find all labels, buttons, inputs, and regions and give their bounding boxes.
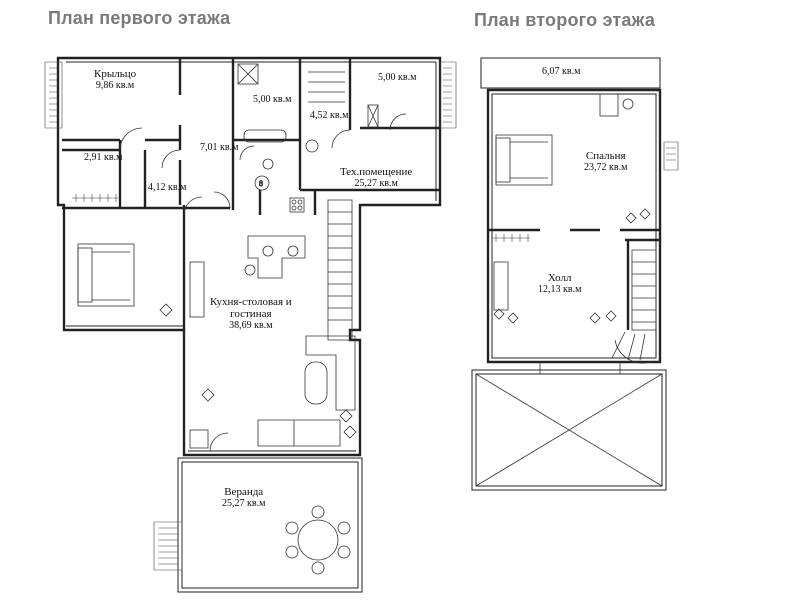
room-label-bath-small: 4,12 кв.м	[148, 182, 186, 194]
room-label-holl: Холл 12,13 кв.м	[538, 272, 581, 296]
room-name: Крыльцо	[94, 68, 137, 80]
room-area: 25,27 кв.м	[222, 498, 266, 509]
room-label-balcony: 6,07 кв.м	[542, 66, 580, 78]
room-label-kitchen: Кухня-столовая и гостиная 38,69 кв.м	[210, 296, 292, 332]
room-area: 2,91 кв.м	[84, 152, 123, 163]
room-area: 23,72 кв.м	[584, 162, 628, 173]
room-label-porch: Крыльцо 9,86 кв.м	[94, 68, 136, 92]
room-label-wc-small: 2,91 кв.м	[84, 152, 122, 164]
floor2-plan	[471, 57, 679, 491]
floor2-title: План второго этажа	[474, 10, 656, 30]
room-label-tech: Тех.помещение 25,27 кв.м	[340, 166, 412, 190]
room-name: Веранда	[224, 486, 264, 498]
room-label-5a: 5,00 кв.м	[253, 94, 291, 106]
room-label-hall: 7,01 кв.м	[200, 142, 238, 154]
plant-icon	[159, 303, 357, 439]
room-name-line2: гостиная	[230, 308, 272, 320]
room-name: Холл	[547, 272, 572, 284]
room-area: 25,27 кв.м	[354, 178, 398, 189]
room-label-veranda: Веранда 25,27 кв.м	[222, 486, 265, 510]
room-label-bedroom: Спальня 23,72 кв.м	[584, 150, 627, 174]
room-area: 4,12 кв.м	[148, 182, 187, 193]
room-area: 6,07 кв.м	[542, 66, 581, 77]
floor1-title: План первого этажа	[48, 8, 231, 28]
room-area: 5,00 кв.м	[378, 72, 417, 83]
room-area: 12,13 кв.м	[538, 284, 582, 295]
room-area: 9,86 кв.м	[95, 80, 135, 91]
room-label-452: 4,52 кв.м	[310, 110, 348, 122]
room-area: 7,01 кв.м	[200, 142, 239, 153]
floor1-plan: 8	[44, 56, 457, 593]
room-name: Тех.помещение	[340, 166, 413, 178]
room-label-5b: 5,00 кв.м	[378, 72, 416, 84]
room-area: 5,00 кв.м	[253, 94, 292, 105]
room-name-line1: Кухня-столовая и	[210, 296, 292, 308]
room-area: 38,69 кв.м	[229, 320, 273, 331]
room-name: Спальня	[585, 150, 626, 162]
stair-marker: 8	[259, 179, 263, 188]
room-area: 4,52 кв.м	[310, 110, 349, 121]
